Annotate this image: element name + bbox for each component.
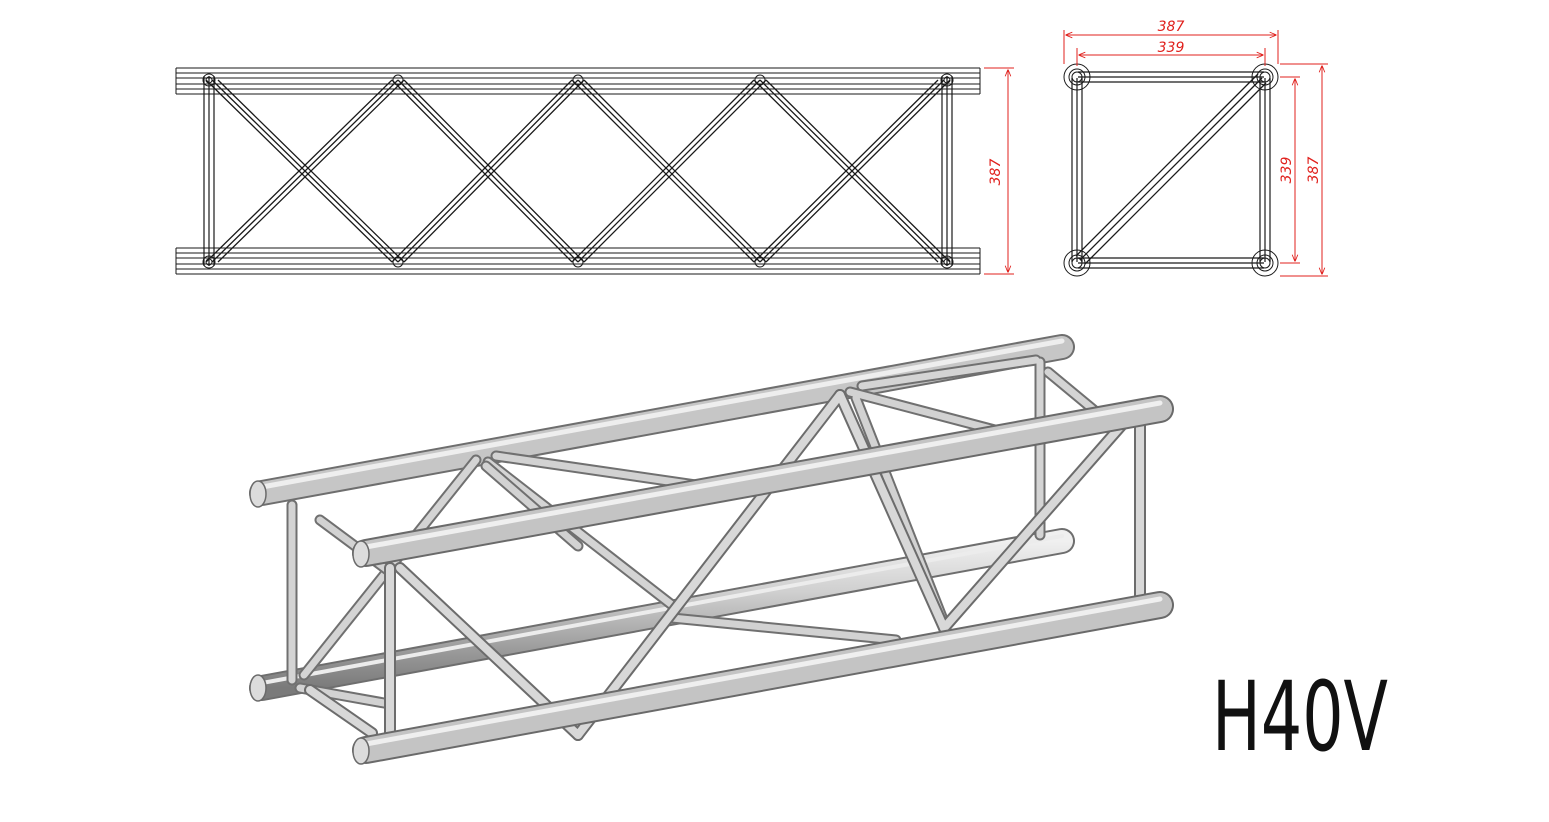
end-outer-width-label: 387 — [1158, 19, 1185, 35]
side-top-chord — [175, 67, 981, 95]
side-height-dimension — [984, 67, 1014, 275]
truss-3d-render — [249, 334, 1174, 765]
side-view-drawing — [175, 67, 981, 275]
side-node-circles — [392, 74, 766, 268]
tube-end-caps — [249, 480, 370, 765]
end-inner-width-label: 339 — [1158, 40, 1185, 56]
side-bottom-chord — [175, 247, 981, 275]
side-joint-circles — [202, 73, 954, 269]
model-name-label: H40V — [1212, 661, 1388, 773]
side-end-verticals — [203, 76, 953, 266]
side-diagonals — [205, 79, 951, 263]
end-diagonal — [1075, 73, 1267, 265]
end-inner-height-label: 339 — [1279, 157, 1295, 184]
end-view-drawing — [1063, 63, 1279, 277]
front-bottom-chord — [352, 591, 1174, 764]
end-frame — [1071, 71, 1271, 269]
end-dimensions — [1063, 30, 1328, 277]
end-outer-height-label: 387 — [1306, 157, 1322, 184]
front-top-chord — [352, 395, 1174, 567]
side-height-dimension-label: 387 — [988, 159, 1004, 186]
